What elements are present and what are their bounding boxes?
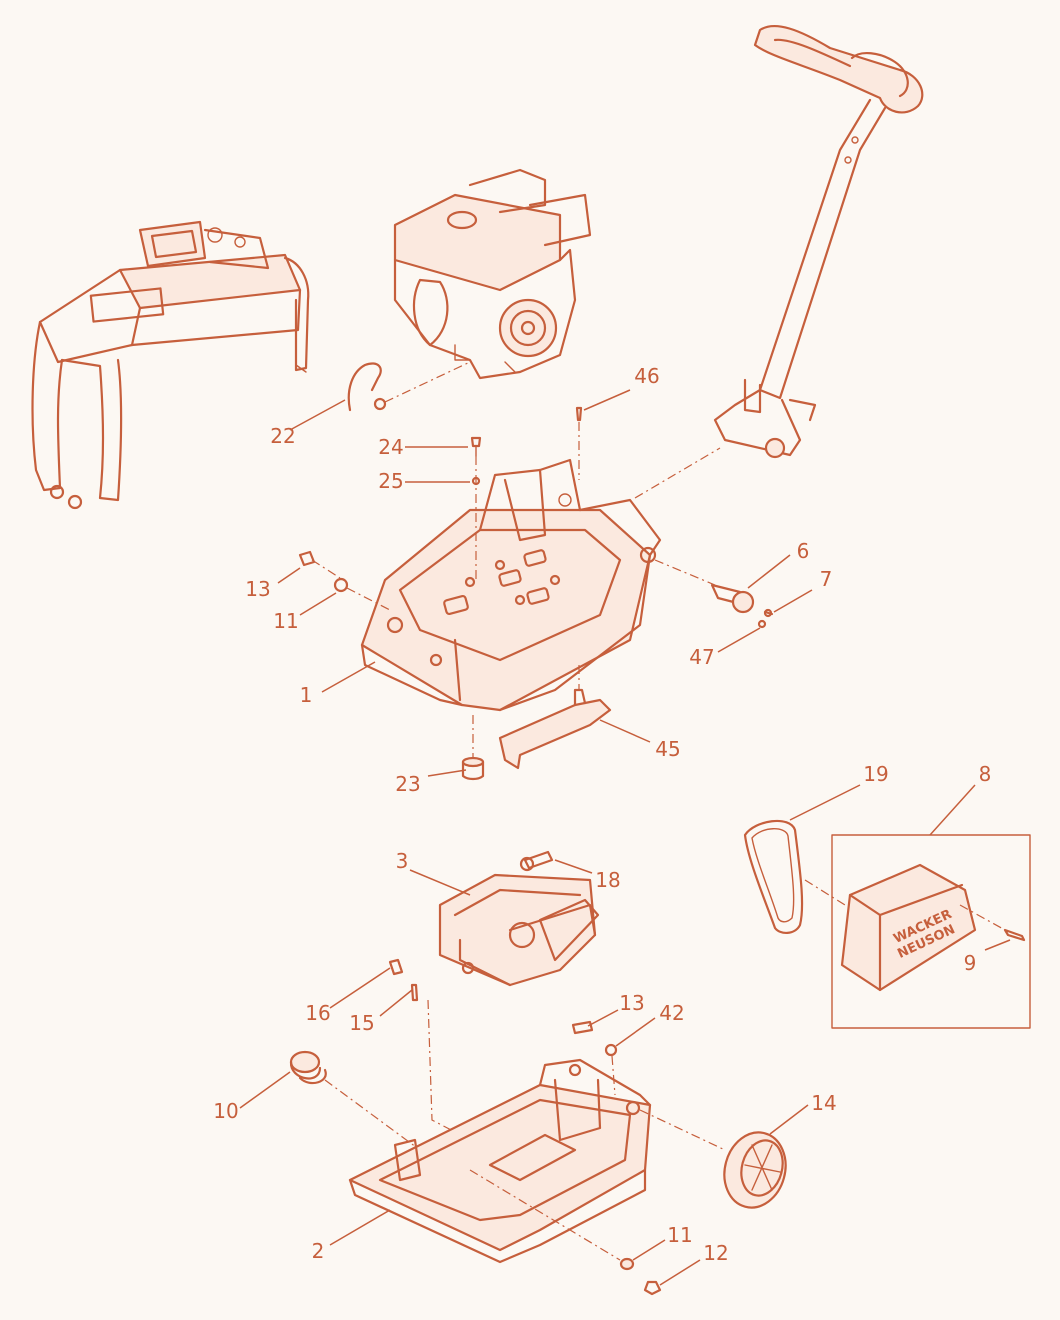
callout-labels: 1 2 3 6 7 8 9 10 11 11 12 13 13 14 15 16… <box>213 364 991 1265</box>
leader-lines <box>239 389 1011 1286</box>
callout-13-top: 13 <box>245 577 270 601</box>
rubber-mount <box>289 1050 421 1151</box>
callout-11-bottom: 11 <box>667 1223 692 1247</box>
main-frame <box>360 458 662 712</box>
callout-6: 6 <box>797 539 810 563</box>
callout-1: 1 <box>300 683 313 707</box>
callout-23: 23 <box>395 772 420 796</box>
handle-pin <box>710 583 774 629</box>
fasteners-frame <box>298 406 721 611</box>
lifting-frame <box>31 220 310 510</box>
callout-14: 14 <box>811 1091 836 1115</box>
callout-2: 2 <box>312 1239 325 1263</box>
callout-47: 47 <box>689 645 714 669</box>
callout-12: 12 <box>703 1241 728 1265</box>
callout-10: 10 <box>213 1099 238 1123</box>
guide-handle <box>713 25 924 459</box>
callout-15: 15 <box>349 1011 374 1035</box>
callout-22: 22 <box>270 424 295 448</box>
callout-13-bottom: 13 <box>619 991 644 1015</box>
callout-3: 3 <box>396 849 409 873</box>
bracket <box>498 665 612 770</box>
callout-45: 45 <box>655 737 680 761</box>
callout-24: 24 <box>378 435 403 459</box>
callout-25: 25 <box>378 469 403 493</box>
engine <box>393 168 592 380</box>
belt-guard-assembly: WACKER NEUSON <box>831 834 1031 1029</box>
callout-46: 46 <box>634 364 659 388</box>
callout-9: 9 <box>964 951 977 975</box>
callout-8: 8 <box>979 762 992 786</box>
base-plate <box>348 1058 726 1264</box>
base-nuts <box>619 1257 662 1296</box>
shock-mount <box>461 715 485 781</box>
callout-16: 16 <box>305 1001 330 1025</box>
exciter <box>438 850 600 987</box>
callout-42: 42 <box>659 1001 684 1025</box>
transport-wheel <box>723 1131 787 1209</box>
callout-18: 18 <box>595 868 620 892</box>
v-belt <box>743 819 846 934</box>
callout-11-top: 11 <box>273 609 298 633</box>
fuel-line <box>347 361 471 412</box>
callout-7: 7 <box>820 567 833 591</box>
callout-19: 19 <box>863 762 888 786</box>
